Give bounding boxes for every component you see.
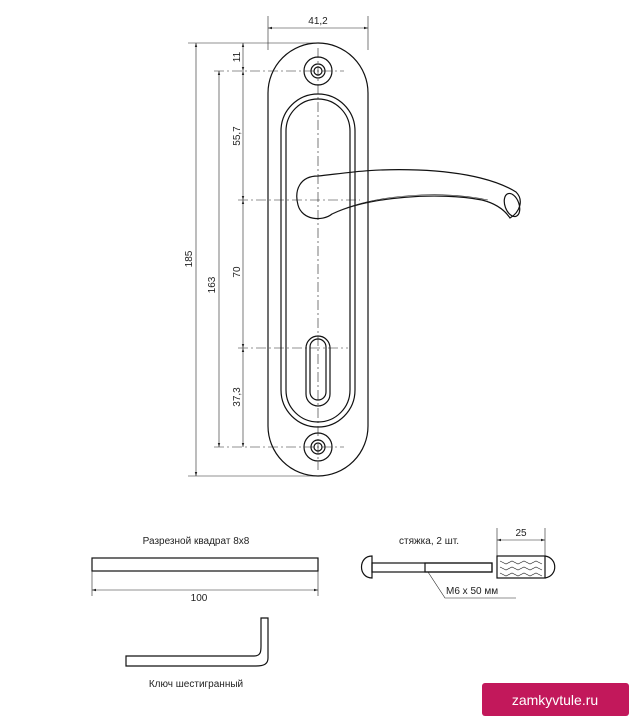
bottom-offset-value: 37,3 <box>232 387 243 407</box>
hole-spacing-value: 163 <box>207 276 218 293</box>
spindle-length-value: 100 <box>191 593 208 604</box>
sleeve-nut <box>496 555 556 579</box>
spindle-title: Разрезной квадрат 8х8 <box>143 536 250 547</box>
watermark-background <box>482 683 629 716</box>
thread-spec: М6 х 50 мм <box>446 586 498 597</box>
cylinder-keyhole <box>305 335 331 407</box>
spindle-bar <box>91 557 319 572</box>
handle-plate <box>214 42 521 477</box>
plate-dimensions: 41,2 185 163 11 55,7 70 37,3 <box>184 16 369 477</box>
hex-key-title: Ключ шестигранный <box>149 679 243 690</box>
spindle-square: Разрезной квадрат 8х8 100 <box>91 536 319 604</box>
total-height-value: 185 <box>184 250 195 267</box>
lever-handle <box>296 169 521 220</box>
bolt-thread <box>424 562 493 573</box>
handle-offset-value: 55,7 <box>232 126 243 146</box>
top-offset-value: 11 <box>232 51 243 62</box>
hex-key-shape <box>125 617 269 667</box>
thread-leader-line <box>427 571 516 599</box>
bolts-title: стяжка, 2 шт. <box>399 536 459 547</box>
bolt-head <box>360 555 373 579</box>
width-dimension-value: 41,2 <box>308 16 328 27</box>
watermark-badge: zamkyvtule.ru <box>482 683 629 716</box>
center-distance-value: 70 <box>232 266 243 278</box>
hex-key: Ключ шестигранный <box>125 617 269 690</box>
through-bolts: стяжка, 2 шт. 25 М6 х 50 мм <box>360 528 556 599</box>
watermark-text: zamkyvtule.ru <box>512 692 598 708</box>
bolt-shank <box>371 562 493 573</box>
sleeve-length-value: 25 <box>515 528 527 539</box>
